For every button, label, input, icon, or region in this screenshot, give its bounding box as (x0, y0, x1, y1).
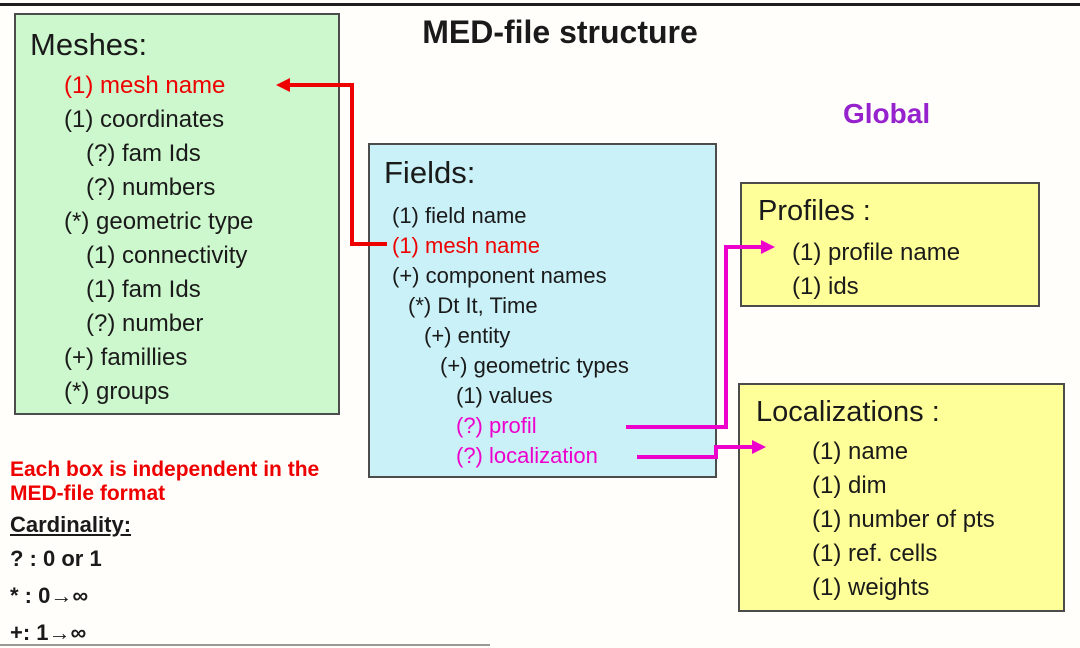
fields-item: (+) entity (424, 323, 511, 348)
cardinality-legend: ? : 0 or 1 * : 0→∞ +: 1→∞ (10, 540, 102, 648)
localizations-item: (1) ref. cells (812, 540, 938, 567)
fields-item: (?) localization (456, 443, 598, 468)
cardinality-item: ? : 0 or 1 (10, 546, 102, 571)
meshes-item: (1) coordinates (64, 106, 225, 133)
arrow-segment (724, 245, 762, 249)
fields-box-items: (1) field name (1) mesh name (+) component… (370, 201, 715, 471)
page-title: MED-file structure (422, 14, 698, 50)
fields-item: (+) component names (392, 263, 607, 288)
profiles-item: (1) ids (792, 273, 859, 300)
arrowhead-left-icon (276, 78, 290, 92)
fields-item: (1) values (456, 383, 553, 408)
fields-box-title: Fields: (384, 155, 476, 190)
arrow-segment (714, 445, 753, 449)
localizations-box: Localizations : (1) name (1) dim (1) numbe… (738, 383, 1065, 612)
profiles-box-items: (1) profile name (1) ids (742, 236, 1038, 304)
meshes-item: (?) fam Ids (86, 140, 201, 167)
cardinality-item: * : 0→∞ (10, 583, 89, 608)
meshes-item: (?) numbers (86, 174, 216, 201)
arrow-segment (714, 445, 718, 459)
localizations-item: (1) weights (812, 574, 930, 601)
global-label: Global (843, 98, 931, 129)
top-border-line (0, 3, 1080, 6)
profiles-box-title: Profiles : (758, 195, 871, 227)
profiles-box: Profiles : (1) profile name (1) ids (740, 182, 1040, 307)
meshes-box: Meshes: (1) mesh name (1) coordinates (?) … (14, 13, 340, 415)
meshes-item: (1) connectivity (86, 242, 248, 269)
meshes-item: (1) mesh name (64, 72, 226, 99)
localizations-box-title: Localizations : (756, 396, 940, 428)
fields-box: Fields: (1) field name (1) mesh name (+) c… (368, 143, 717, 478)
meshes-item: (?) number (86, 310, 204, 337)
independence-note: Each box is independent in the MED-file … (10, 458, 320, 506)
arrow-segment (724, 245, 728, 429)
localizations-item: (1) number of pts (812, 506, 995, 533)
arrow-segment (626, 425, 728, 429)
meshes-box-items: (1) mesh name (1) coordinates (?) fam Ids (… (16, 69, 338, 409)
arrow-segment (350, 83, 354, 246)
bottom-border-line (0, 644, 490, 646)
cardinality-item: +: 1→∞ (10, 620, 87, 645)
fields-item: (?) profil (456, 413, 537, 438)
localizations-item: (1) name (812, 438, 909, 465)
meshes-item: (*) geometric type (64, 208, 254, 235)
arrowhead-right-icon (761, 240, 775, 254)
arrowhead-right-icon (752, 440, 766, 454)
arrow-segment (289, 83, 352, 87)
meshes-item: (+) famillies (64, 344, 188, 371)
profiles-item: (1) profile name (792, 239, 961, 266)
arrow-segment (352, 242, 387, 246)
fields-item: (*) Dt It, Time (408, 293, 538, 318)
localizations-item: (1) dim (812, 472, 887, 499)
fields-item: (+) geometric types (440, 353, 629, 378)
fields-item: (1) field name (392, 203, 527, 228)
meshes-item: (*) groups (64, 378, 170, 405)
arrow-segment (637, 455, 718, 459)
cardinality-title: Cardinality: (10, 512, 132, 537)
fields-item: (1) mesh name (392, 233, 540, 258)
meshes-box-title: Meshes: (30, 27, 148, 62)
localizations-box-items: (1) name (1) dim (1) number of pts (1) ref.… (740, 435, 1063, 605)
meshes-item: (1) fam Ids (86, 276, 201, 303)
